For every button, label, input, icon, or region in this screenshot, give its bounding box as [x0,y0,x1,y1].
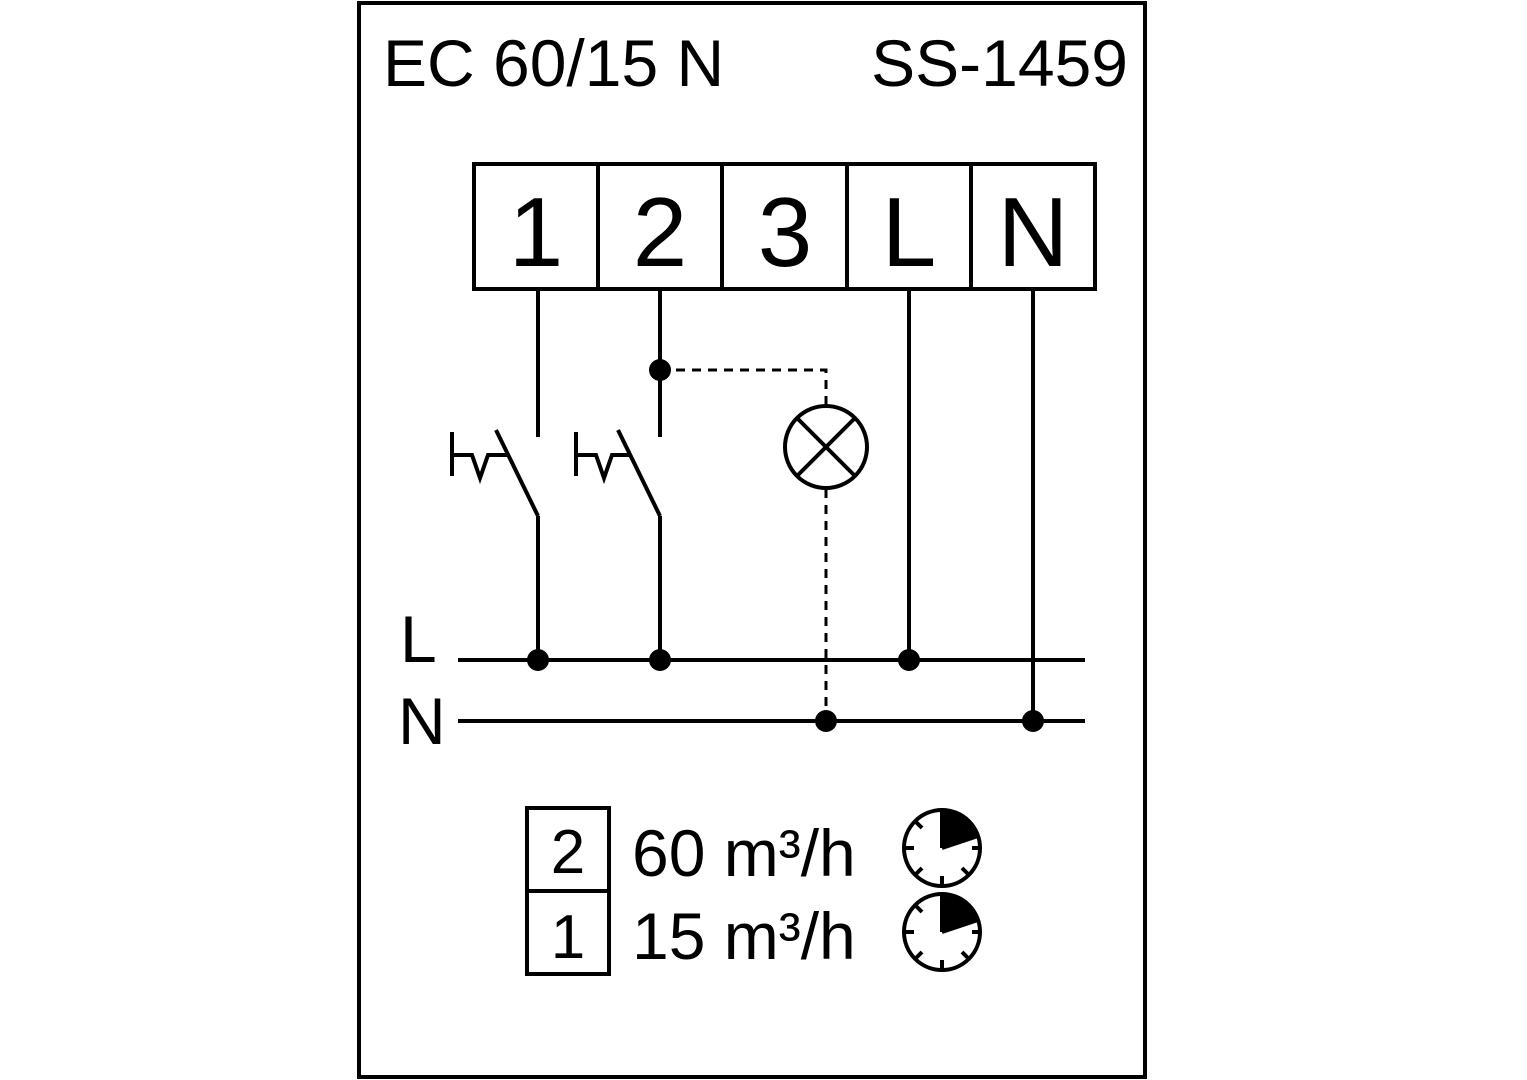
neutral-bus-label: N [398,684,446,758]
legend-flow-15: 15 m³/h [632,899,856,973]
junction-dot [649,649,671,671]
switch-icon [450,289,540,660]
terminal-label-2: 2 [633,177,688,287]
terminal-label-n: N [998,177,1069,287]
terminal-label-3: 3 [758,177,813,287]
junction-dot [1022,710,1044,732]
line-bus-label: L [400,602,437,676]
junction-dot [527,649,549,671]
junction-dot [898,649,920,671]
timer-icon [902,808,982,888]
legend-number-2: 2 [551,818,585,887]
junction-dot [815,710,837,732]
legend: 2 1 60 m³/h 15 m³/h [525,806,982,976]
outer-frame [357,1,1147,1079]
legend-number-1: 1 [551,903,585,972]
timer-icon [902,892,982,972]
switch-icon [574,289,662,660]
terminal-label-1: 1 [509,177,564,287]
junction-dot [649,359,671,381]
model-title: EC 60/15 N [383,26,724,100]
model-code: SS-1459 [871,26,1128,100]
terminal-label-l: L [882,177,937,287]
legend-flow-60: 60 m³/h [632,816,856,890]
legend-box-1 [525,889,611,976]
lamp-icon [660,368,869,721]
terminal-block: 1 2 3 L N [472,162,1097,291]
